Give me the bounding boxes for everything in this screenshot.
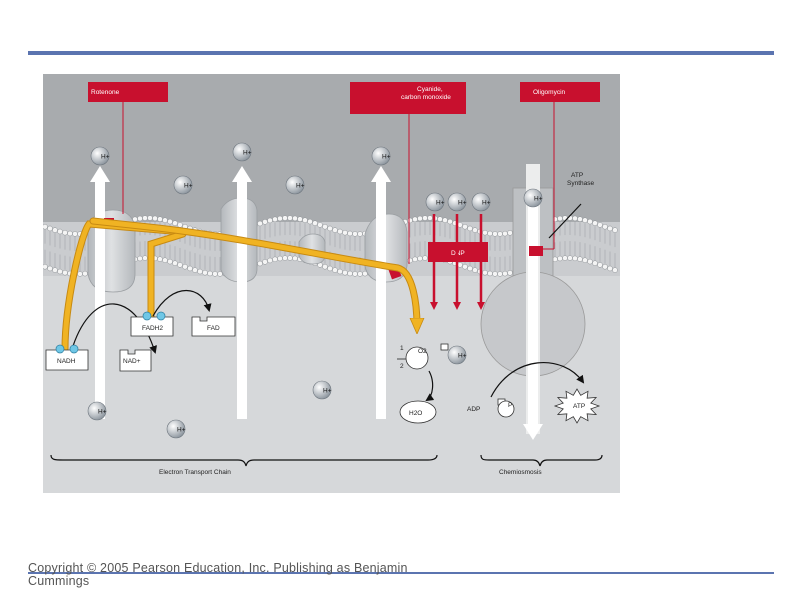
fadh2-label: FADH2: [142, 325, 163, 332]
proton-ion: H+: [447, 192, 467, 212]
oligomycin-label: Oligomycin: [533, 89, 566, 96]
electron-flow-path: [61, 217, 417, 353]
proton-ion: H+: [471, 192, 491, 212]
cyanide-inhibitor: Cyanide, carbon monoxide: [350, 82, 466, 280]
nadplus-box: NAD+: [119, 349, 152, 372]
proton-ion: H+: [447, 345, 467, 365]
proton-pump-complex-iii-arrow: [232, 166, 252, 419]
proton-ion: H+: [166, 419, 186, 439]
electron-transport-diagram: Rotenone Cyanide, carbon monoxide Oligom…: [42, 74, 620, 493]
proton-ion-label: H+: [323, 388, 332, 395]
proton-ion: H+: [285, 175, 305, 195]
nadplus-label: NAD+: [123, 358, 141, 365]
proton-ion-label: H+: [98, 409, 107, 416]
fad-box: FAD: [191, 316, 236, 337]
dnp-uncoupler: DNP: [428, 214, 488, 310]
proton-pump-complex-i-arrow: [90, 166, 110, 419]
copyright-notice: Copyright © 2005 Pearson Education, Inc.…: [28, 561, 408, 588]
proton-ion-label: H+: [243, 150, 252, 157]
atp-synthase-label-1: ATP: [571, 172, 583, 179]
atp-starburst: ATP: [553, 388, 601, 424]
proton-pump-arrows: [90, 166, 391, 419]
h2o-molecule: [399, 400, 437, 424]
oxygen-molecule: [405, 346, 429, 370]
proton-ions: H+ H+ H+ H+ H+ H+ H+ H+ H+ H+ H+ H+ H+: [87, 142, 543, 439]
proton-ion-label: H+: [482, 200, 491, 207]
oligomycin-inhibitor: Oligomycin: [520, 82, 600, 256]
nadh-label: NADH: [57, 358, 76, 365]
top-rule: [28, 51, 774, 55]
atp-synthase-proton-arrow: [523, 204, 543, 440]
atp-synthase-pointer: [548, 203, 582, 239]
proton-ion-label: H+: [436, 200, 445, 207]
proton-pump-complex-iv-arrow: [371, 166, 391, 419]
rotenone-label: Rotenone: [91, 89, 120, 96]
proton-ion-label: H+: [534, 196, 543, 203]
electron-transport-chain-label: Electron Transport Chain: [159, 469, 231, 476]
proton-ion-label: H+: [177, 427, 186, 434]
adp-label: ADP: [467, 406, 480, 413]
diagram-panel: Rotenone Cyanide, carbon monoxide Oligom…: [42, 74, 620, 493]
cyanide-label-1: Cyanide,: [417, 86, 443, 93]
proton-ion-label: H+: [458, 353, 467, 360]
fadh2-box: FADH2: [130, 311, 174, 337]
bottom-rule: [28, 572, 774, 574]
o2-coef-bottom: 2: [400, 363, 404, 370]
nadh-box: NADH: [45, 344, 89, 371]
braces: [50, 454, 603, 467]
chemiosmosis-label: Chemiosmosis: [499, 469, 542, 476]
atp-synthase-label-2: Synthase: [567, 180, 594, 187]
proton-ion: H+: [425, 192, 445, 212]
proton-ion: H+: [312, 380, 332, 400]
atp-label: ATP: [573, 403, 585, 410]
proton-ion-label: H+: [382, 154, 391, 161]
proton-ion: H+: [173, 175, 193, 195]
cyanide-label-2: carbon monoxide: [401, 94, 451, 101]
proton-ion: H+: [232, 142, 252, 162]
proton-ion: H+: [371, 146, 391, 166]
proton-ion-label: H+: [101, 154, 110, 161]
o2-coef-top: 1: [400, 345, 404, 352]
o2-label: O2: [418, 348, 427, 355]
proton-ion-label: H+: [458, 200, 467, 207]
proton-ion: H+: [87, 401, 107, 421]
proton-ion: H+: [523, 188, 543, 208]
fad-label: FAD: [207, 325, 220, 332]
phosphate: P: [497, 398, 515, 418]
phosphate-label: P: [508, 402, 512, 409]
proton-ion-label: H+: [296, 183, 305, 190]
proton-ion: H+: [90, 146, 110, 166]
h2o-label: H2O: [409, 410, 422, 417]
proton-ion-label: H+: [184, 183, 193, 190]
